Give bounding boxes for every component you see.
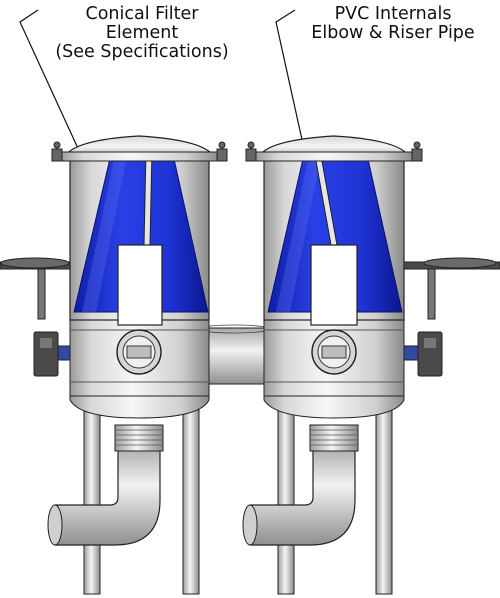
leg (375, 409, 393, 595)
gearbox-actuator-icon (33, 331, 71, 377)
pvc-elbow (310, 244, 358, 326)
pvc-elbow (117, 244, 163, 326)
callout-line: Elbow & Riser Pipe (311, 23, 475, 43)
callout-line: (See Specifications) (55, 42, 229, 62)
leader-left (19, 9, 99, 193)
leg (182, 409, 200, 595)
leg (83, 409, 101, 595)
callout-conical-filter: Conical Filter Element (See Specificatio… (32, 5, 252, 62)
right-filter-housing (242, 135, 500, 595)
valve-handwheel-icon (403, 257, 500, 320)
callout-line: Conical Filter (85, 4, 199, 24)
outlet-elbow (249, 444, 356, 546)
left-filter-housing (0, 135, 228, 595)
callout-pvc-internals: PVC Internals Elbow & Riser Pipe (286, 5, 500, 43)
callout-line: Element (105, 23, 179, 43)
leg (277, 409, 295, 595)
gearbox-actuator-icon (403, 331, 443, 377)
outlet-elbow (54, 444, 161, 546)
callout-line: PVC Internals (334, 4, 452, 24)
valve-handwheel-icon (0, 257, 71, 320)
